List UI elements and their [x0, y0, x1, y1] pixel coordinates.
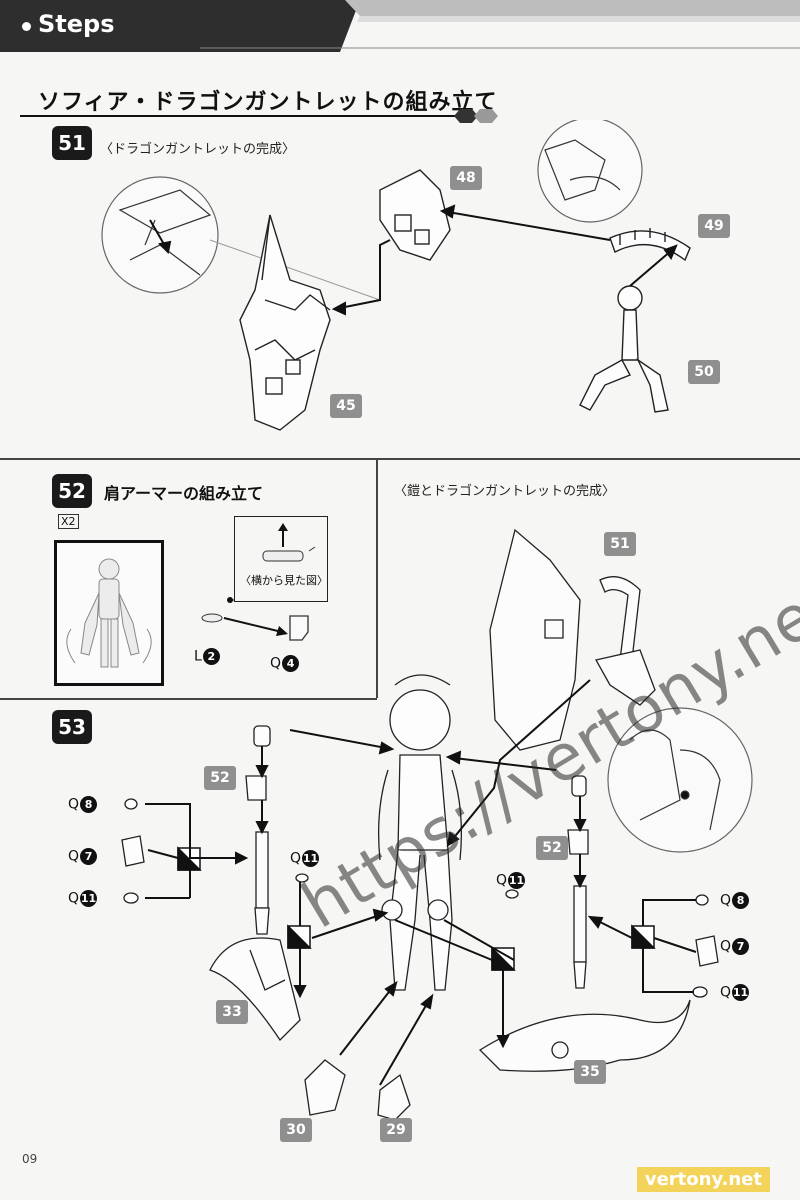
part-tag-52-left: 52 [204, 766, 236, 790]
section-title: ソフィア・ドラゴンガントレットの組み立て [38, 90, 498, 115]
part-tag-48: 48 [450, 166, 482, 190]
vertical-divider [376, 458, 378, 698]
steps-title: Steps [38, 10, 115, 38]
part-tag-30: 30 [280, 1118, 312, 1142]
step-53-number: 53 [52, 710, 92, 744]
side-view-caption: 〈横から見た図〉 [240, 574, 328, 587]
step-51-number: 51 [52, 126, 92, 160]
steps-header: Steps [0, 0, 800, 52]
part-tag-51: 51 [604, 532, 636, 556]
step-52-bottom-divider [0, 698, 377, 700]
part-tag-33: 33 [216, 1000, 248, 1024]
step-52-title: 肩アーマーの組み立て [104, 484, 264, 503]
step-51-subtitle: 〈ドラゴンガントレットの完成〉 [100, 142, 296, 157]
header-bullet-icon [22, 22, 31, 31]
step-53-illustration [121, 528, 753, 1121]
part-tag-50: 50 [688, 360, 720, 384]
figure-preview-frame [54, 540, 164, 686]
section-divider [0, 458, 800, 460]
part-tag-45: 45 [330, 394, 362, 418]
part-tag-29: 29 [380, 1118, 412, 1142]
step-51-illustration [101, 120, 691, 431]
watermark-badge: vertony.net [636, 1167, 770, 1192]
step-52-multiplier: X2 [58, 514, 79, 529]
side-view-diagram [262, 523, 316, 562]
part-tag-35: 35 [574, 1060, 606, 1084]
figure-preview-image [66, 558, 152, 668]
completion-subtitle: 〈鎧とドラゴンガントレットの完成〉 [394, 484, 616, 499]
header-background [0, 0, 800, 52]
part-tag-52-right: 52 [536, 836, 568, 860]
step-52-number: 52 [52, 474, 92, 508]
part-tag-49: 49 [698, 214, 730, 238]
step-52-parts-diagram [201, 597, 309, 641]
section-underline [20, 109, 498, 123]
side-view-box [234, 516, 328, 602]
page-number: 09 [22, 1152, 38, 1166]
